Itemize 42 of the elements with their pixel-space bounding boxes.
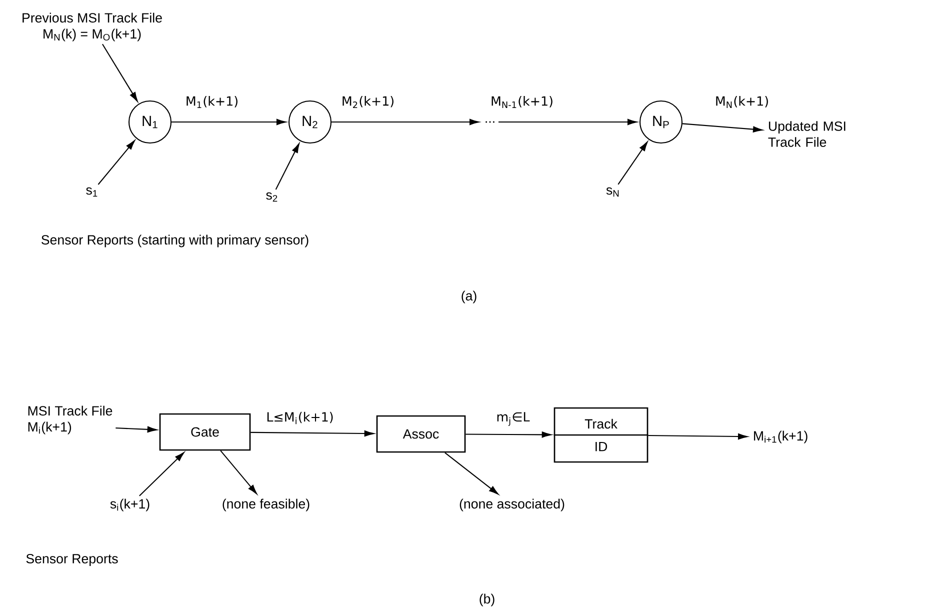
edge-label: M$_{N-1}$(k+1) — [489, 94, 555, 110]
edge-label: M$_{1}$(k+1) — [184, 94, 240, 110]
arrow — [618, 142, 648, 185]
arrow — [444, 452, 499, 495]
panel-label: (b) — [480, 594, 494, 606]
arrow — [102, 44, 138, 102]
arrow — [498, 118, 638, 126]
text-label: s$_{2}$ — [266, 192, 278, 202]
arrow — [466, 432, 552, 438]
text-label: Updated MSI Track File — [768, 121, 846, 147]
edge-label: m$_{j}$∈L — [494, 410, 532, 428]
circle-node: N$_{2}$ — [288, 100, 332, 144]
arrow — [648, 433, 748, 440]
edge-label: M$_{2}$(k+1) — [340, 94, 396, 110]
arrow — [275, 143, 300, 190]
text-label: ... — [486, 121, 494, 123]
split-box: Track ID — [554, 407, 648, 463]
panel-label: (a) — [462, 290, 476, 304]
circle-node: N$_{1}$ — [128, 100, 172, 144]
edge-label: L≤M$_{i}$(k+1) — [264, 410, 336, 426]
edge-label: M$_{N}$(k+1) — [714, 94, 770, 110]
arrow — [250, 430, 374, 437]
text-label: s$_{N}$ — [606, 187, 619, 197]
text-label: MSI Track File M$_{i}$(k+1) — [28, 406, 112, 434]
circle-node: N$_{P}$ — [639, 100, 683, 144]
arrow — [172, 118, 286, 126]
caption-text: Sensor Reports — [26, 554, 118, 566]
text-label: (none feasible) — [222, 498, 310, 512]
arrow — [682, 123, 763, 132]
arrow — [220, 450, 258, 494]
process-box: Gate — [159, 413, 251, 451]
text-label: s$_{1}$ — [86, 187, 98, 197]
caption-text: Sensor Reports (starting with primary sensor) — [42, 234, 308, 248]
arrow — [332, 118, 480, 126]
arrow — [139, 452, 184, 496]
arrow — [116, 426, 157, 432]
process-box: Assoc — [376, 415, 466, 453]
text-label: Previous MSI Track File M$_{N}$(k) = M$_{O}$(k+1) — [22, 12, 162, 42]
text-label: (none associated) — [460, 498, 564, 512]
text-label: M$_{i+1}$(k+1) — [754, 430, 808, 444]
arrow — [98, 140, 135, 185]
text-label: s$_{i}$(k+1) — [110, 498, 150, 512]
